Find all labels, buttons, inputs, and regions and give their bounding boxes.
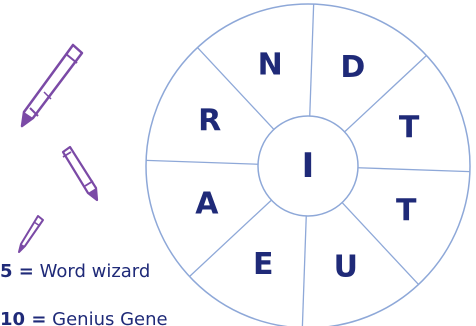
wheel-letter: T xyxy=(396,193,417,228)
wheel-letter: E xyxy=(253,247,274,282)
score-label: Word wizard xyxy=(39,261,151,282)
wheel-letter: T xyxy=(399,111,420,146)
wheel-divider xyxy=(197,47,275,130)
wheel-divider xyxy=(309,4,315,117)
pencil-large-icon xyxy=(20,43,84,128)
score-row-word-wizard: 5 = Word wizard xyxy=(0,262,150,282)
wheel-divider xyxy=(357,167,470,173)
wheel-letter: D xyxy=(340,50,365,85)
wheel-divider xyxy=(189,199,272,277)
score-label: Genius Gene xyxy=(52,309,168,326)
wheel-letter: R xyxy=(198,104,221,139)
wheel-center-letter: I xyxy=(302,146,315,186)
score-row-genius-gene: 10 = Genius Gene xyxy=(0,310,168,326)
score-points: 5 = xyxy=(0,261,34,282)
wheel-letter: N xyxy=(258,47,283,82)
wheel-center-circle xyxy=(257,115,359,217)
wheel-divider xyxy=(301,215,307,326)
wheel-divider xyxy=(146,159,259,165)
pencil-small-icon xyxy=(18,215,44,253)
score-points: 10 = xyxy=(0,309,47,326)
wheel-divider xyxy=(344,55,427,133)
wheel-outer-ring xyxy=(145,3,471,326)
wheel-divider xyxy=(341,202,419,285)
wheel-letter: U xyxy=(334,250,358,285)
wheel-letter: A xyxy=(195,186,219,221)
pencil-medium-icon xyxy=(61,145,99,202)
